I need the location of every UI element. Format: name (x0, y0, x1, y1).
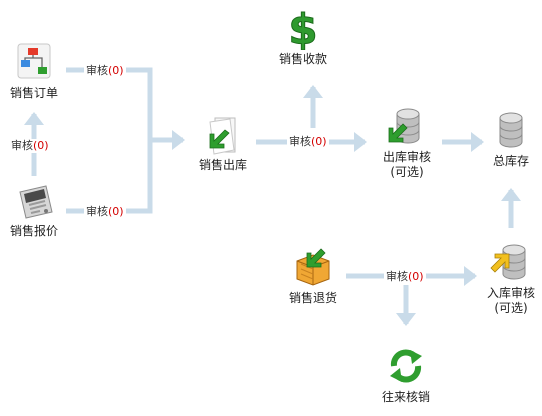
database-green-arrow-icon (388, 108, 420, 144)
node-sales-receipt[interactable]: $ 销售收款 (263, 6, 343, 67)
pending-count: (0) (108, 205, 124, 218)
database-icon (499, 112, 523, 148)
arrow-quote-to-outbound (66, 140, 153, 214)
edge-label-order-audit[interactable]: 审核(0) (84, 64, 126, 78)
edge-label-outbound-audit[interactable]: 审核(0) (287, 135, 329, 149)
arrow-order-to-outbound (66, 67, 185, 150)
pending-count: (0) (408, 270, 424, 283)
node-label: 总库存 (492, 154, 529, 168)
node-sales-outbound[interactable]: 销售出库 (183, 112, 263, 173)
document-green-arrow-icon (209, 117, 236, 155)
node-label: 销售收款 (278, 52, 327, 66)
node-outbound-audit[interactable]: 出库审核 (可选) (367, 104, 447, 180)
node-label: 销售订单 (9, 86, 58, 100)
node-label: 往来核销 (381, 390, 430, 404)
node-label: 销售报价 (9, 224, 58, 238)
box-green-arrow-icon (296, 248, 330, 286)
green-refresh-icon (390, 349, 422, 383)
receipt-printer-icon (19, 185, 53, 219)
edge-label-quote-audit[interactable]: 审核(0) (84, 205, 126, 219)
green-dollar-icon: $ (288, 6, 318, 50)
node-sales-order[interactable]: 销售订单 (0, 40, 74, 101)
pending-count: (0) (108, 64, 124, 77)
pending-count: (0) (311, 135, 327, 148)
flowchart-icon (17, 43, 51, 79)
node-label: 出库审核 (382, 150, 431, 164)
node-label: 销售退货 (288, 291, 337, 305)
node-label: 入库审核 (486, 286, 535, 300)
database-yellow-arrow-icon (490, 244, 526, 280)
node-total-inventory[interactable]: 总库存 (471, 108, 542, 169)
svg-text:$: $ (288, 6, 317, 50)
edge-label-quote-to-order-audit[interactable]: 审核(0) (9, 139, 51, 153)
node-label: 销售出库 (198, 158, 247, 172)
node-sales-return[interactable]: 销售退货 (273, 245, 353, 306)
node-sales-quote[interactable]: 销售报价 (0, 178, 74, 239)
edge-label-return-audit[interactable]: 审核(0) (384, 270, 426, 284)
node-ar-ap-settlement[interactable]: 往来核销 (366, 344, 446, 405)
node-inbound-audit[interactable]: 入库审核 (可选) (471, 240, 542, 316)
node-sublabel: (可选) (390, 165, 424, 179)
node-sublabel: (可选) (494, 301, 528, 315)
pending-count: (0) (33, 139, 49, 152)
